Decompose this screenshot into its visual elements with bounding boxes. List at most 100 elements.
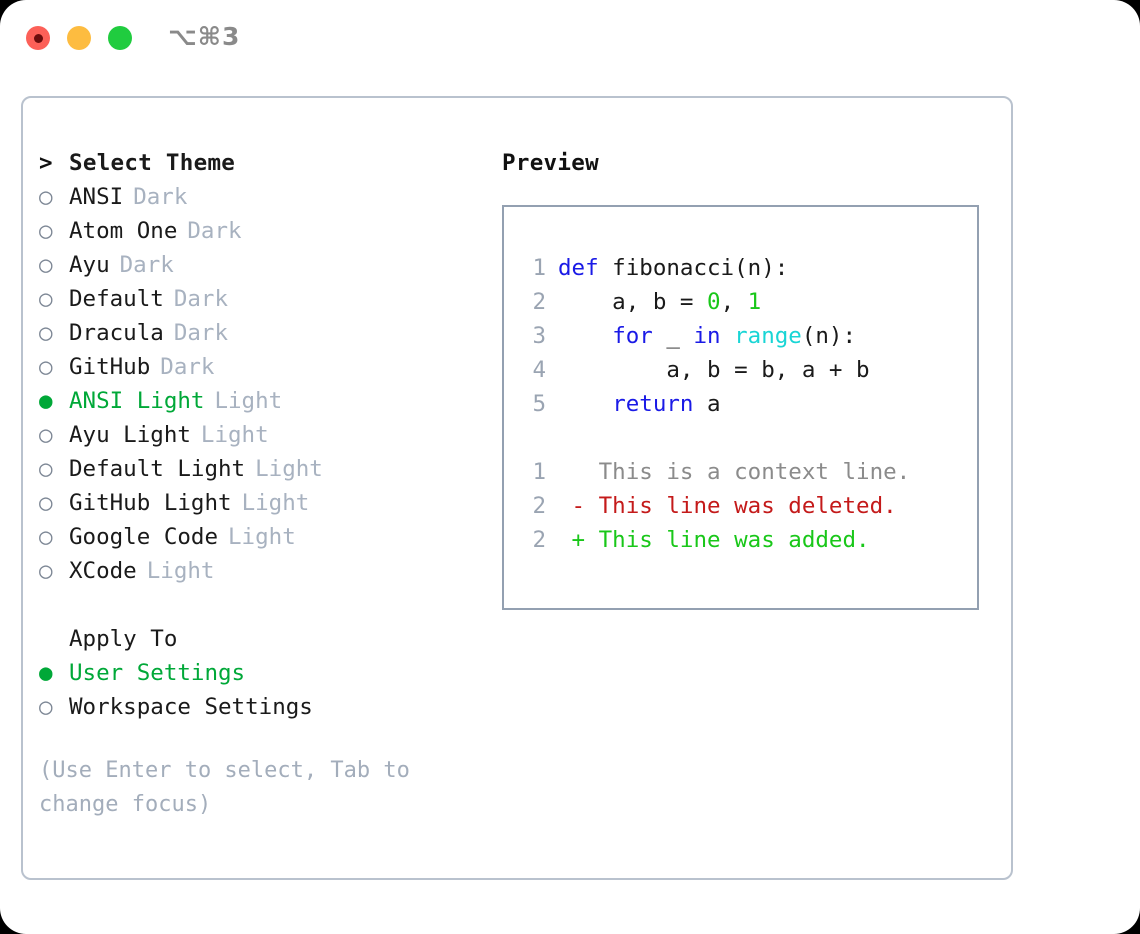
theme-name: GitHub Light — [69, 490, 232, 516]
theme-name: Default Light — [69, 456, 246, 482]
theme-list-item[interactable]: ○ Dracula Dark — [39, 316, 499, 350]
radio-unselected-icon: ○ — [39, 422, 53, 448]
keyboard-hint-text: (Use Enter to select, Tab to change focu… — [39, 758, 410, 817]
theme-name: GitHub — [69, 354, 151, 380]
select-theme-header: > Select Theme — [39, 146, 499, 180]
theme-list-item[interactable]: ○ GitHub Dark — [39, 350, 499, 384]
code-token: return — [612, 391, 694, 417]
code-token: a, b = b, a + b — [558, 357, 870, 383]
apply-to-option[interactable]: ● User Settings — [39, 656, 499, 690]
code-line: 5 return a — [522, 387, 977, 421]
radio-unselected-icon: ○ — [39, 694, 53, 720]
apply-to-list: ● User Settings ○ Workspace Settings — [39, 656, 499, 724]
diff-line: 1 This is a context line. — [522, 455, 977, 489]
code-line: 3 for _ in range(n): — [522, 319, 977, 353]
theme-name: Atom One — [69, 218, 178, 244]
apply-to-title: Apply To — [69, 626, 178, 652]
theme-variant-label: Light — [200, 422, 269, 448]
theme-variant-label: Light — [255, 456, 323, 482]
diff-text: This is a context line. — [598, 459, 911, 485]
code-line: 4 a, b = b, a + b — [522, 353, 977, 387]
apply-to-header: Apply To — [39, 622, 499, 656]
theme-list-item[interactable]: ○ Default Light Light — [39, 452, 499, 486]
code-token: , — [720, 289, 748, 315]
code-token — [721, 323, 735, 349]
code-token: a, b = — [558, 289, 708, 315]
diff-text: This line was deleted. — [598, 493, 897, 519]
close-button[interactable] — [26, 26, 50, 50]
radio-selected-icon: ● — [39, 388, 53, 414]
theme-name: Google Code — [69, 524, 219, 550]
theme-variant-label: Light — [228, 524, 296, 550]
apply-to-option[interactable]: ○ Workspace Settings — [39, 690, 499, 724]
radio-unselected-icon: ○ — [39, 558, 53, 584]
radio-unselected-icon: ○ — [39, 524, 53, 550]
code-token: def — [558, 255, 599, 281]
code-token: range — [734, 323, 802, 349]
radio-selected-icon: ● — [39, 660, 53, 686]
theme-name: Dracula — [69, 320, 164, 346]
diff-sample: 1 This is a context line. 2 - This line w… — [522, 455, 977, 557]
radio-unselected-icon: ○ — [39, 320, 53, 346]
theme-name: Default — [69, 286, 164, 312]
theme-list-item[interactable]: ○ GitHub Light Light — [39, 486, 499, 520]
diff-line: 2 + This line was added. — [522, 523, 977, 557]
minimize-button[interactable] — [67, 26, 91, 50]
theme-variant-label: Dark — [173, 286, 229, 312]
code-token: a — [693, 391, 721, 417]
section-spacer — [39, 588, 499, 622]
title-bar: ⌥⌘3 — [0, 0, 1140, 78]
code-token: _ — [652, 323, 694, 349]
line-number: 1 — [532, 255, 546, 281]
diff-marker — [558, 459, 599, 485]
diff-text: This line was added. — [598, 527, 870, 553]
code-token: 1 — [747, 289, 762, 315]
line-number: 3 — [532, 323, 546, 349]
apply-to-option-label: User Settings — [69, 660, 246, 686]
focus-caret-icon: > — [39, 150, 53, 176]
code-token — [558, 391, 612, 417]
radio-unselected-icon: ○ — [39, 456, 53, 482]
theme-name: ANSI — [69, 184, 124, 210]
code-line: 2 a, b = 0, 1 — [522, 285, 977, 319]
diff-marker: - — [558, 493, 599, 519]
radio-unselected-icon: ○ — [39, 218, 53, 244]
code-token: in — [693, 323, 721, 349]
line-number: 1 — [532, 459, 546, 485]
radio-unselected-icon: ○ — [39, 490, 53, 516]
line-number: 2 — [532, 289, 546, 315]
theme-variant-label: Dark — [173, 320, 229, 346]
radio-unselected-icon: ○ — [39, 184, 53, 210]
theme-variant-label: Light — [214, 388, 283, 414]
preview-title: Preview — [502, 150, 599, 176]
diff-marker: + — [558, 527, 599, 553]
maximize-button[interactable] — [108, 26, 132, 50]
line-number: 2 — [532, 493, 546, 519]
select-theme-title: Select Theme — [69, 150, 236, 176]
theme-name: ANSI Light — [69, 388, 205, 414]
theme-list-item[interactable]: ● ANSI Light Light — [39, 384, 499, 418]
apply-to-option-label: Workspace Settings — [69, 694, 313, 720]
theme-name: XCode — [69, 558, 137, 584]
line-number: 5 — [532, 391, 546, 417]
theme-list-item[interactable]: ○ Default Dark — [39, 282, 499, 316]
theme-list-item[interactable]: ○ Google Code Light — [39, 520, 499, 554]
theme-variant-label: Light — [241, 490, 310, 516]
traffic-lights — [26, 26, 132, 50]
radio-unselected-icon: ○ — [39, 286, 53, 312]
theme-variant-label: Dark — [160, 354, 215, 380]
radio-unselected-icon: ○ — [39, 354, 53, 380]
theme-variant-label: Dark — [119, 252, 174, 278]
